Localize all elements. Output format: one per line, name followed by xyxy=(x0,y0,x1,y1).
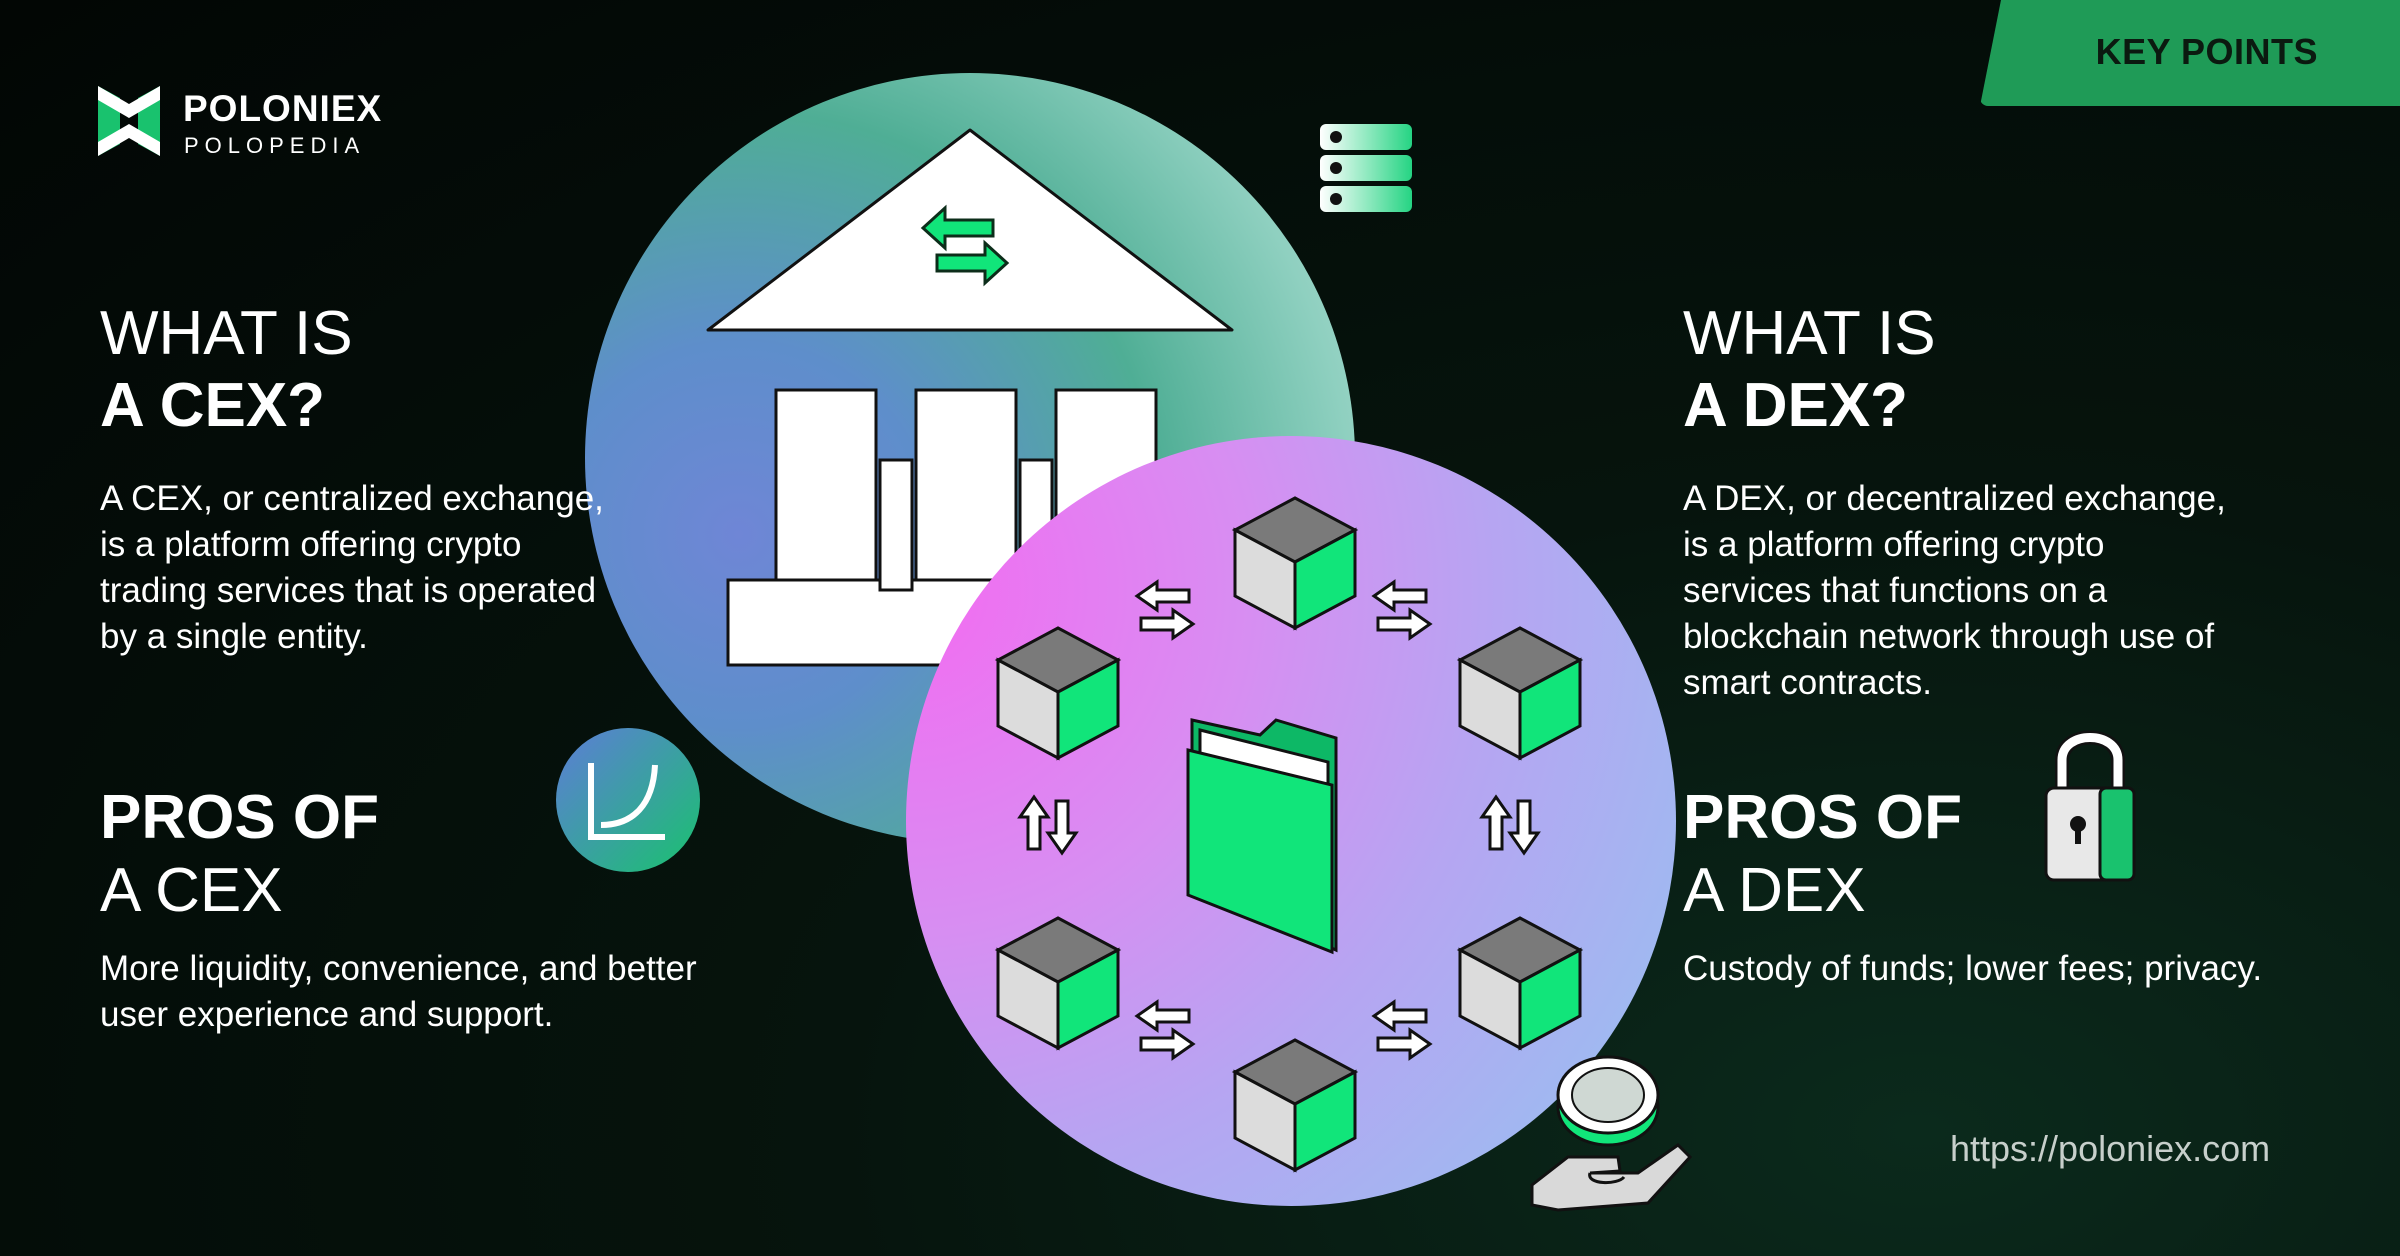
folder-icon xyxy=(1186,718,1338,955)
blockchain-network-illustration xyxy=(996,496,1582,1172)
cex-description-line: by a single entity. xyxy=(100,617,368,656)
dex-heading-line2: A DEX? xyxy=(1683,371,1909,440)
dex-description-line: blockchain network through use of xyxy=(1683,617,2215,656)
cex-description-line: is a platform offering crypto xyxy=(100,525,522,564)
brand-name: POLONIEX xyxy=(183,88,383,129)
key-points-label: KEY POINTS xyxy=(2095,31,2318,72)
cex-heading-line2: A CEX? xyxy=(100,371,326,440)
poloniex-logo-icon xyxy=(98,86,160,156)
dex-description: A DEX, or decentralized exchange, is a p… xyxy=(1683,476,2226,706)
blockchain-cube-icon xyxy=(1458,626,1582,760)
blockchain-cube-icon xyxy=(1233,1038,1357,1172)
dex-description-line: is a platform offering crypto xyxy=(1683,525,2105,564)
dex-pros-line1: PROS OF xyxy=(1683,783,1963,852)
dex-description-line: services that functions on a xyxy=(1683,571,2108,610)
website-url[interactable]: https://poloniex.com xyxy=(1950,1128,2271,1169)
key-points-tab xyxy=(1980,0,2400,106)
blockchain-cube-icon xyxy=(996,626,1120,760)
brand-subtitle: POLOPEDIA xyxy=(184,133,366,158)
dex-description-line: A DEX, or decentralized exchange, xyxy=(1683,479,2226,518)
cex-pros-line2: A CEX xyxy=(100,856,283,925)
cex-description-line: A CEX, or centralized exchange, xyxy=(100,479,604,518)
blockchain-cube-icon xyxy=(1458,916,1582,1050)
cex-pros-text: More liquidity, convenience, and better … xyxy=(100,946,697,1038)
dex-pros-text-line: Custody of funds; lower fees; privacy. xyxy=(1683,949,2263,988)
padlock-icon xyxy=(2044,730,2136,882)
cex-pros-line1: PROS OF xyxy=(100,783,380,852)
cex-description-line: trading services that is operated xyxy=(100,571,597,610)
blockchain-cube-icon xyxy=(996,916,1120,1050)
cex-heading-line1: WHAT IS xyxy=(100,299,353,368)
server-stack-icon xyxy=(1320,124,1412,212)
cex-pros-text-line: user experience and support. xyxy=(100,995,554,1034)
growth-chart-icon xyxy=(556,728,700,872)
coin-hand-icon xyxy=(1530,1055,1693,1212)
cex-pros-text-line: More liquidity, convenience, and better xyxy=(100,949,697,988)
cex-description: A CEX, or centralized exchange, is a pla… xyxy=(100,476,604,660)
dex-description-line: smart contracts. xyxy=(1683,663,1932,702)
dex-pros-text: Custody of funds; lower fees; privacy. xyxy=(1683,946,2262,992)
exchange-arrows-icon xyxy=(920,204,1010,287)
dex-pros-line2: A DEX xyxy=(1683,856,1866,925)
dex-heading-line1: WHAT IS xyxy=(1683,299,1936,368)
blockchain-cube-icon xyxy=(1233,496,1357,630)
